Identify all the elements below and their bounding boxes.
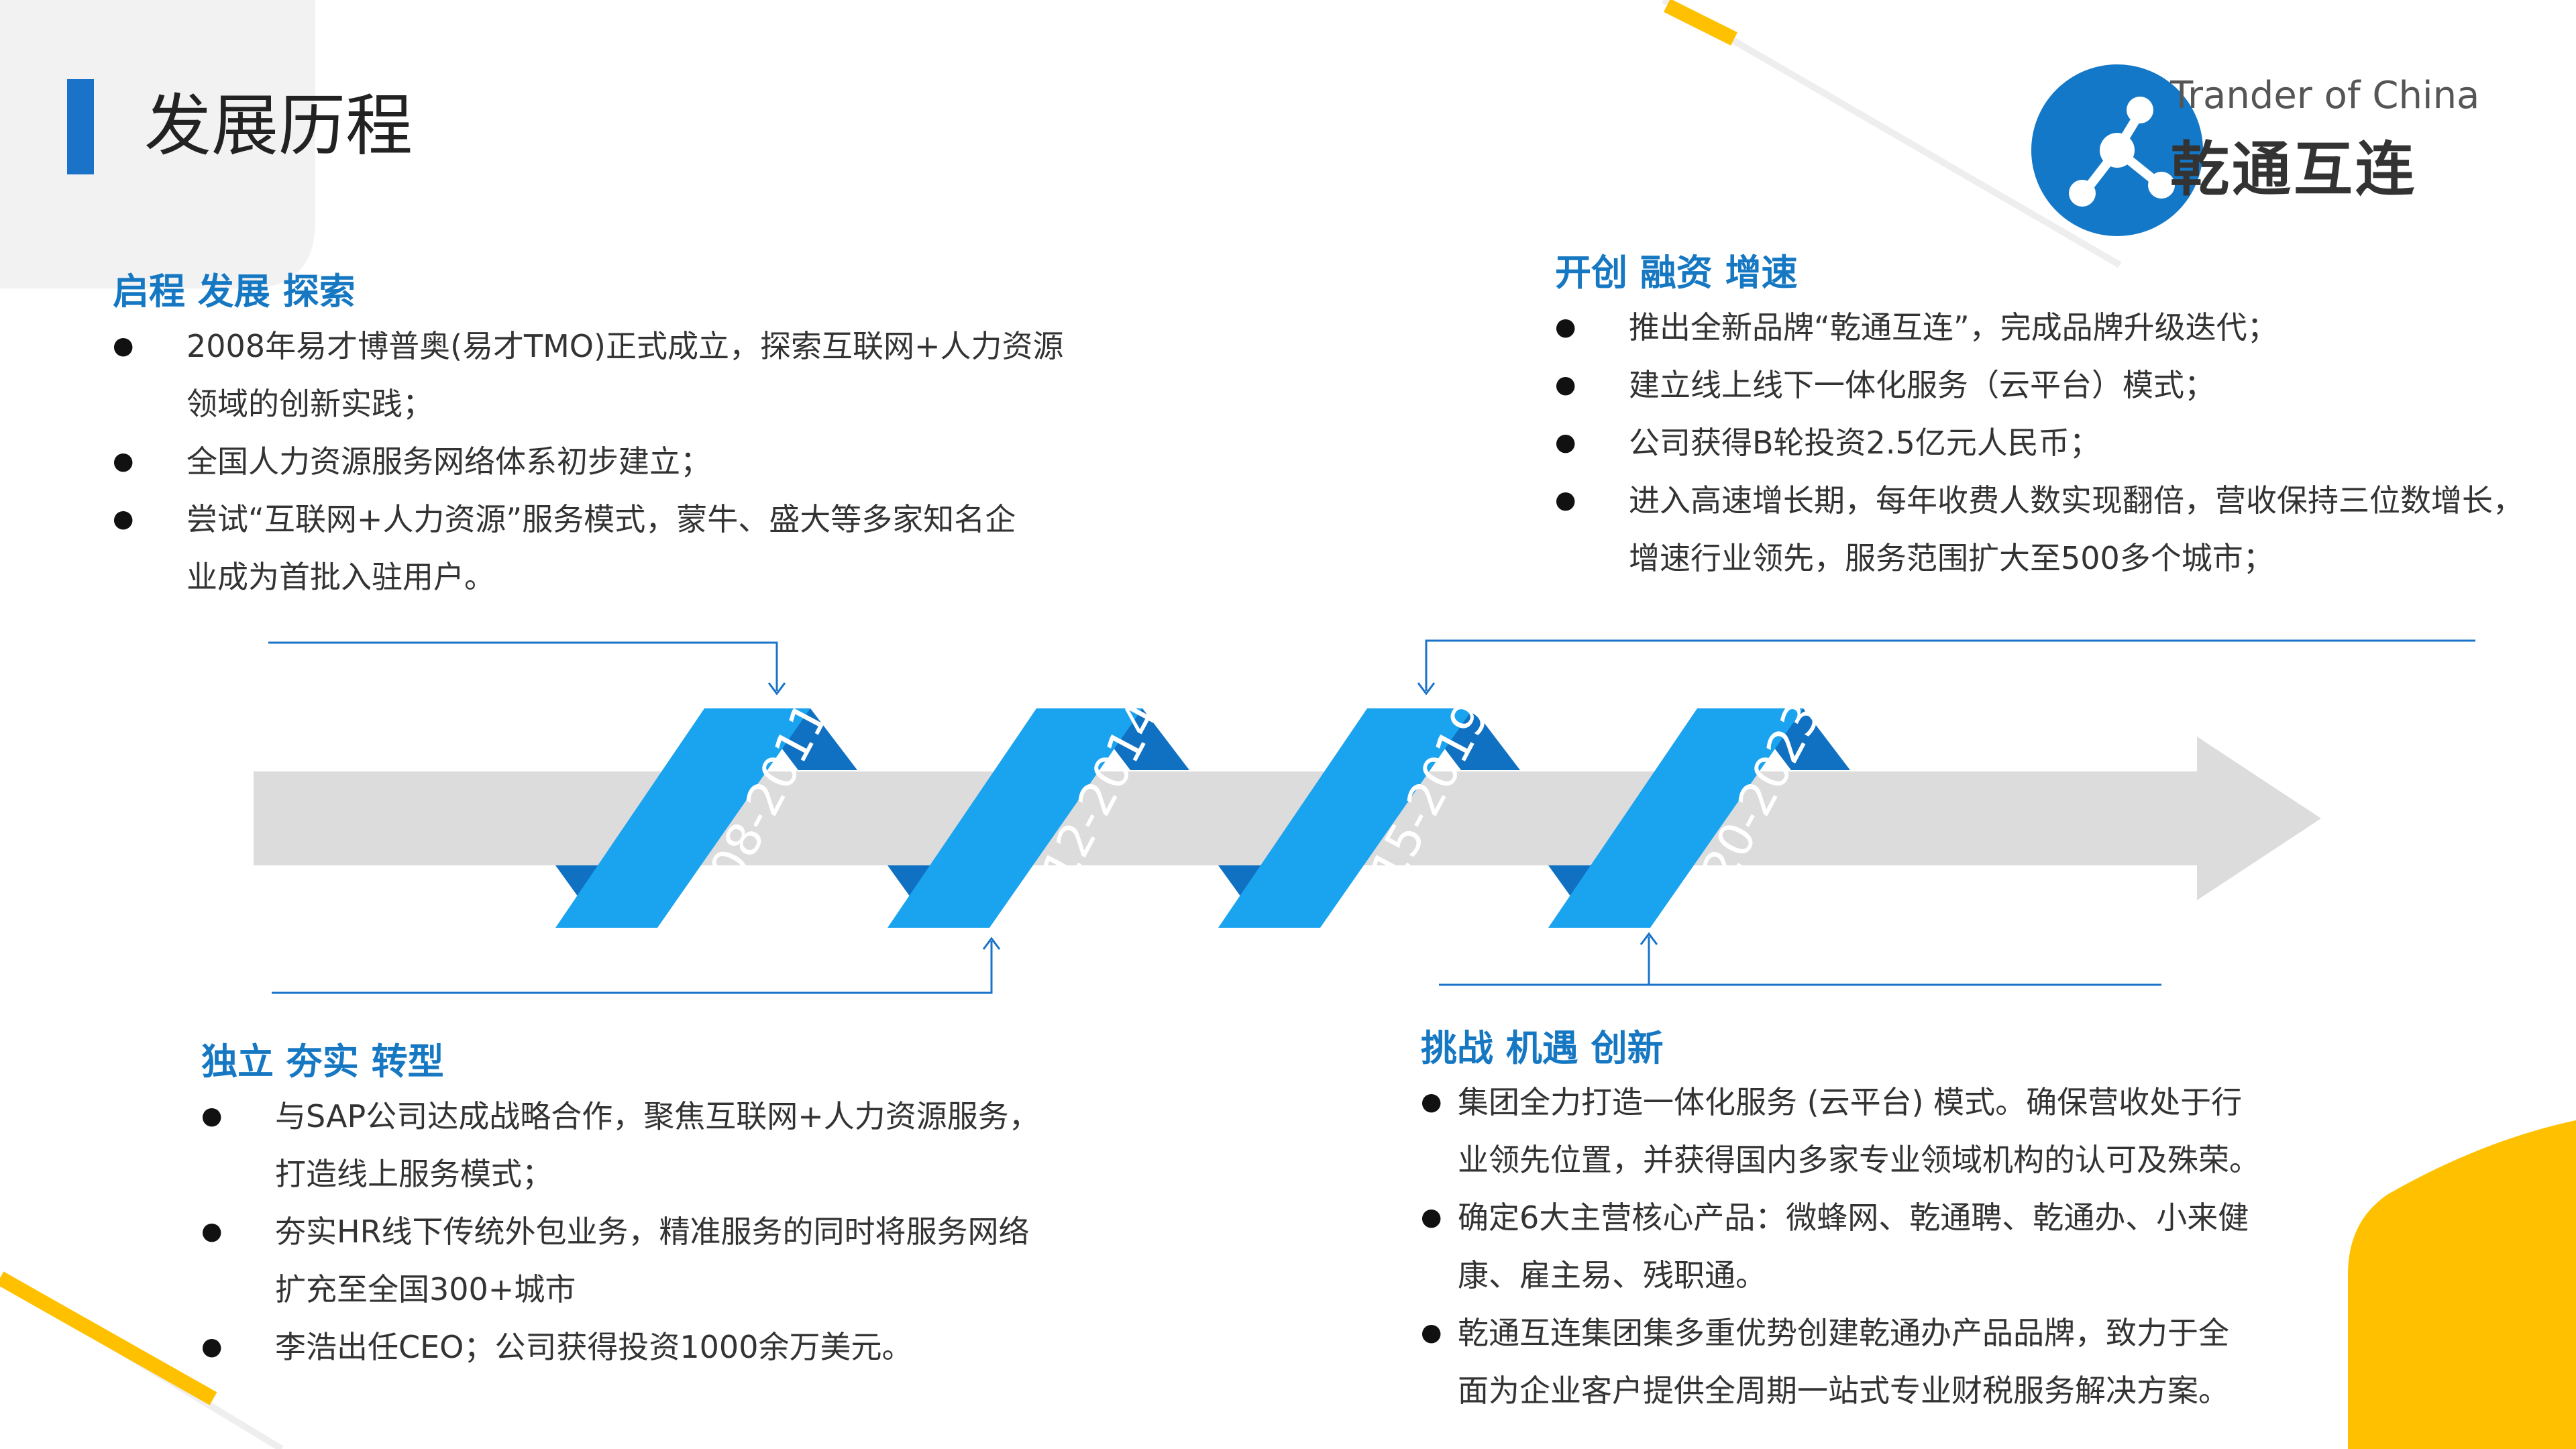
logo-name-en: Trander of China (2170, 74, 2480, 117)
title-accent-bar (67, 79, 94, 174)
connector-arrowhead (982, 936, 1001, 950)
timeline-ribbon (555, 708, 810, 928)
list-item: 进入高速增长期，每年收费人数实现翻倍，营收保持三位数增长，增速行业领先，服务范围… (1555, 472, 2575, 587)
section-list: 与SAP公司达成战略合作，聚焦互联网+人力资源服务，打造线上服务模式； 夯实HR… (201, 1087, 1208, 1376)
list-item: 集团全力打造一体化服务 (云平台) 模式。确保营收处于行业领先位置，并获得国内多… (1421, 1073, 2427, 1189)
list-item: 全国人力资源服务网络体系初步建立； (113, 433, 1159, 490)
timeline-ribbon (1548, 708, 1803, 928)
page-title: 发展历程 (144, 87, 413, 165)
connector-line (268, 641, 778, 691)
logo-name-cn: 乾通互连 (2170, 135, 2418, 204)
timeline-ribbon (888, 708, 1142, 928)
list-item: 李浩出任CEO；公司获得投资1000余万美元。 (201, 1318, 1208, 1376)
section-title: 独立 夯实 转型 (201, 1040, 444, 1083)
section-title: 开创 融资 增速 (1555, 252, 1798, 294)
connector-line (272, 941, 993, 994)
connector-arrowhead (767, 682, 786, 696)
logo-icon (2031, 64, 2203, 236)
section-title: 挑战 机遇 创新 (1421, 1027, 1664, 1069)
section-list: 推出全新品牌“乾通互连”，完成品牌升级迭代； 建立线上线下一体化服务（云平台）模… (1555, 299, 2575, 587)
timeline-ribbon (1218, 708, 1473, 928)
connector-line (1425, 639, 2475, 691)
connector-arrowhead (1417, 682, 1436, 696)
section-title: 启程 发展 探索 (113, 270, 356, 313)
list-item: 推出全新品牌“乾通互连”，完成品牌升级迭代； (1555, 299, 2575, 356)
section-list: 2008年易才博普奥(易才TMO)正式成立，探索互联网+人力资源领域的创新实践；… (113, 317, 1159, 606)
list-item: 建立线上线下一体化服务（云平台）模式； (1555, 356, 2575, 414)
section-list: 集团全力打造一体化服务 (云平台) 模式。确保营收处于行业领先位置，并获得国内多… (1421, 1073, 2427, 1419)
list-item: 公司获得B轮投资2.5亿元人民币； (1555, 414, 2575, 472)
list-item: 与SAP公司达成战略合作，聚焦互联网+人力资源服务，打造线上服务模式； (201, 1087, 1208, 1203)
timeline-arrow (254, 737, 2321, 900)
list-item: 乾通互连集团集多重优势创建乾通办产品品牌，致力于全面为企业客户提供全周期一站式专… (1421, 1304, 2427, 1419)
connector-arrowhead (1640, 932, 1658, 945)
